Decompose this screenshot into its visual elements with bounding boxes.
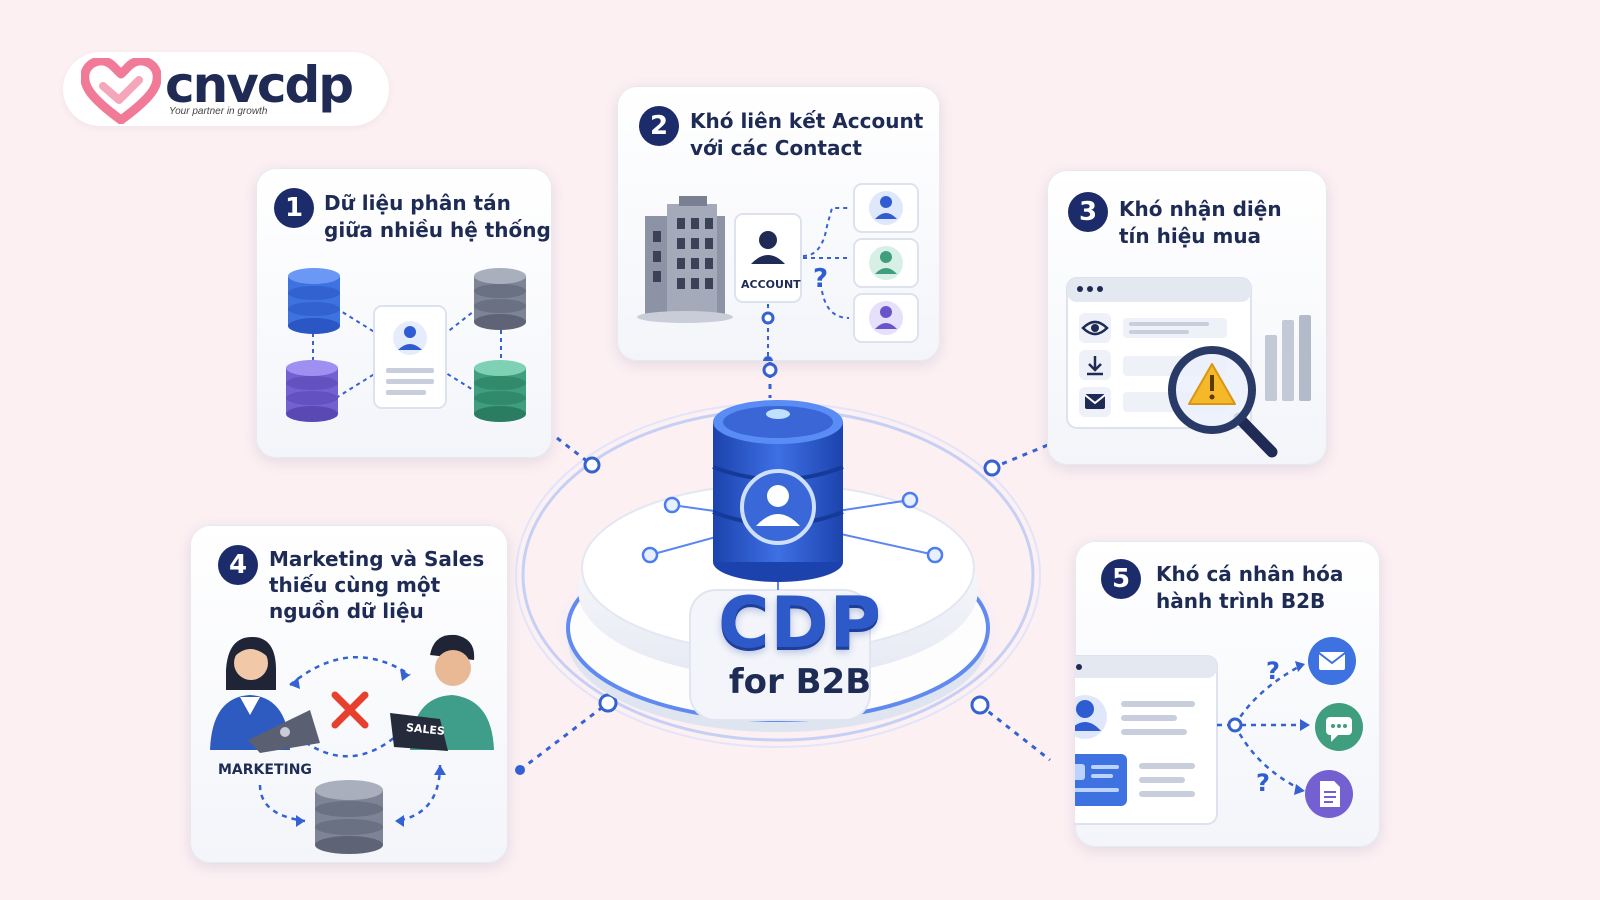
card2-illustration <box>637 183 919 361</box>
card1-illustration <box>286 268 526 422</box>
woman-laptop-icon <box>210 637 320 753</box>
brand-logo[interactable]: cnvcdp Your partner in growth <box>63 52 389 126</box>
card5-number-badge: 5 <box>1101 559 1141 599</box>
account-icon <box>734 213 802 303</box>
document-channel-icon <box>1305 770 1353 818</box>
contact-avatar-icon-1 <box>853 183 919 233</box>
journey-question-mark-2: ? <box>1256 769 1270 797</box>
cdp-title: CDP <box>718 582 882 664</box>
card-personalize-journey: 5 Khó cá nhân hóa hành trình B2B ? ? <box>1075 541 1380 847</box>
cdp-subtitle: for B2B <box>728 662 872 702</box>
card-data-scattered: 1 Dữ liệu phân tán giữa nhiều hệ thống <box>256 168 552 458</box>
brand-tagline: Your partner in growth <box>169 106 268 117</box>
contact-avatar-icon-2 <box>853 238 919 288</box>
marketing-label: MARKETING <box>218 762 312 778</box>
email-channel-icon <box>1308 637 1356 685</box>
database-icon-green <box>474 360 526 422</box>
card4-number-badge: 4 <box>218 545 258 585</box>
profile-window-icon <box>1075 655 1218 825</box>
building-icon <box>637 196 733 323</box>
download-icon <box>1087 356 1103 376</box>
account-label: ACCOUNT <box>741 278 801 291</box>
contact-avatar-icon-3 <box>853 293 919 343</box>
heart-logo-icon <box>81 58 161 124</box>
card3-title: Khó nhận diện tín hiệu mua <box>1119 197 1282 248</box>
card4-title: Marketing và Sales thiếu cùng một nguồn … <box>269 547 485 623</box>
card3-number-badge: 3 <box>1068 192 1108 232</box>
card2-title: Khó liên kết Account với các Contact <box>690 109 924 160</box>
card3-illustration <box>1066 277 1311 458</box>
database-icon-blue <box>288 268 340 334</box>
card-buying-signals: 3 Khó nhận diện tín hiệu mua <box>1047 170 1327 465</box>
brand-name: cnvcdp <box>165 56 354 114</box>
account-question-mark: ? <box>813 264 829 294</box>
card1-title: Dữ liệu phân tán giữa nhiều hệ thống <box>324 191 551 242</box>
card2-number-badge: 2 <box>639 106 679 146</box>
card-account-contact: 2 Khó liên kết Account với các Contact A… <box>617 86 940 361</box>
red-x-icon <box>331 691 369 729</box>
card4-illustration <box>210 634 494 854</box>
chat-channel-icon <box>1315 703 1363 751</box>
user-database-icon <box>712 400 844 582</box>
man-laptop-icon <box>390 634 494 751</box>
card1-number-badge: 1 <box>274 188 314 228</box>
magnifier-warning-icon <box>1168 346 1278 458</box>
database-icon-gray <box>474 268 526 330</box>
database-icon-purple <box>286 360 338 422</box>
eye-icon <box>1081 320 1109 336</box>
card5-title: Khó cá nhân hóa hành trình B2B <box>1156 562 1344 613</box>
card5-illustration <box>1075 637 1363 825</box>
database-icon <box>315 780 383 854</box>
journey-question-mark-1: ? <box>1266 657 1280 685</box>
contact-card-icon <box>373 305 447 409</box>
card-marketing-sales: 4 Marketing và Sales thiếu cùng một nguồ… <box>190 525 508 863</box>
bar-chart-icon <box>1265 315 1311 401</box>
mail-icon <box>1084 394 1106 409</box>
